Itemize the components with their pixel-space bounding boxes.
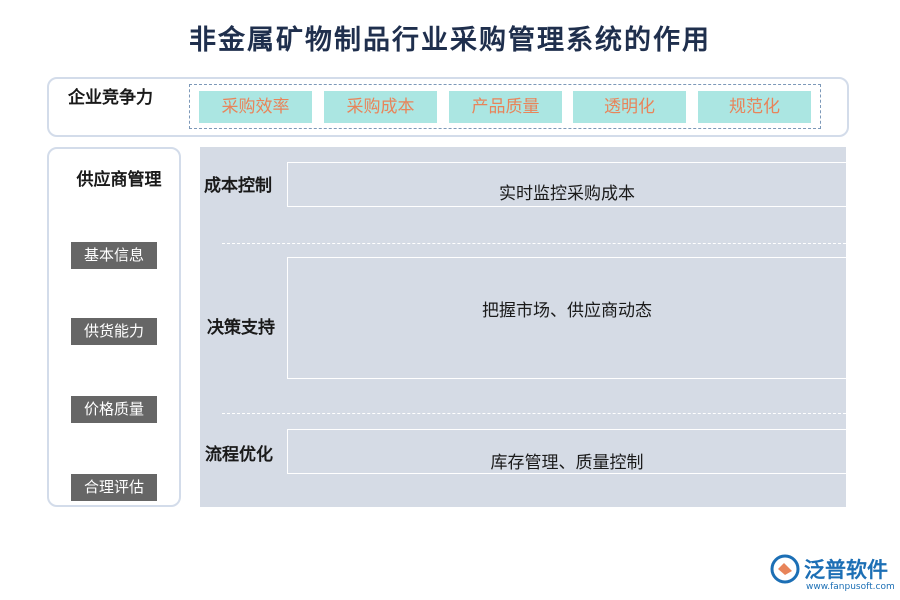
chip-product-quality: 产品质量	[449, 91, 562, 123]
competitiveness-chip-group	[189, 84, 821, 129]
section-divider	[222, 243, 846, 244]
section-text-cost-control: 实时监控采购成本	[499, 184, 635, 204]
section-content-process-optimization: 库存管理、质量控制	[287, 429, 846, 474]
section-label-cost-control: 成本控制	[204, 176, 272, 196]
section-label-process-optimization: 流程优化	[205, 445, 273, 465]
section-content-decision-support: 把握市场、供应商动态	[287, 257, 846, 379]
section-text-decision-support: 把握市场、供应商动态	[482, 301, 652, 321]
section-divider	[222, 413, 846, 414]
brand-name: 泛普软件	[804, 558, 888, 582]
section-content-cost-control: 实时监控采购成本	[287, 162, 846, 207]
page-title: 非金属矿物制品行业采购管理系统的作用	[189, 25, 711, 56]
chip-procurement-efficiency: 采购效率	[199, 91, 312, 123]
supplier-item-basic-info: 基本信息	[71, 242, 157, 269]
chip-standardization: 规范化	[698, 91, 811, 123]
section-label-decision-support: 决策支持	[207, 318, 275, 338]
supplier-management-title: 供应商管理	[76, 170, 162, 190]
supplier-item-evaluation: 合理评估	[71, 474, 157, 501]
chip-procurement-cost: 采购成本	[324, 91, 437, 123]
section-text-process-optimization: 库存管理、质量控制	[490, 453, 644, 473]
brand-mark-icon	[770, 554, 800, 584]
chip-transparency: 透明化	[573, 91, 686, 123]
brand-url: www.fanpusoft.com	[806, 582, 895, 592]
supplier-item-supply-capacity: 供货能力	[71, 318, 157, 345]
competitiveness-label: 企业竞争力	[68, 88, 153, 108]
supplier-item-price-quality: 价格质量	[71, 396, 157, 423]
